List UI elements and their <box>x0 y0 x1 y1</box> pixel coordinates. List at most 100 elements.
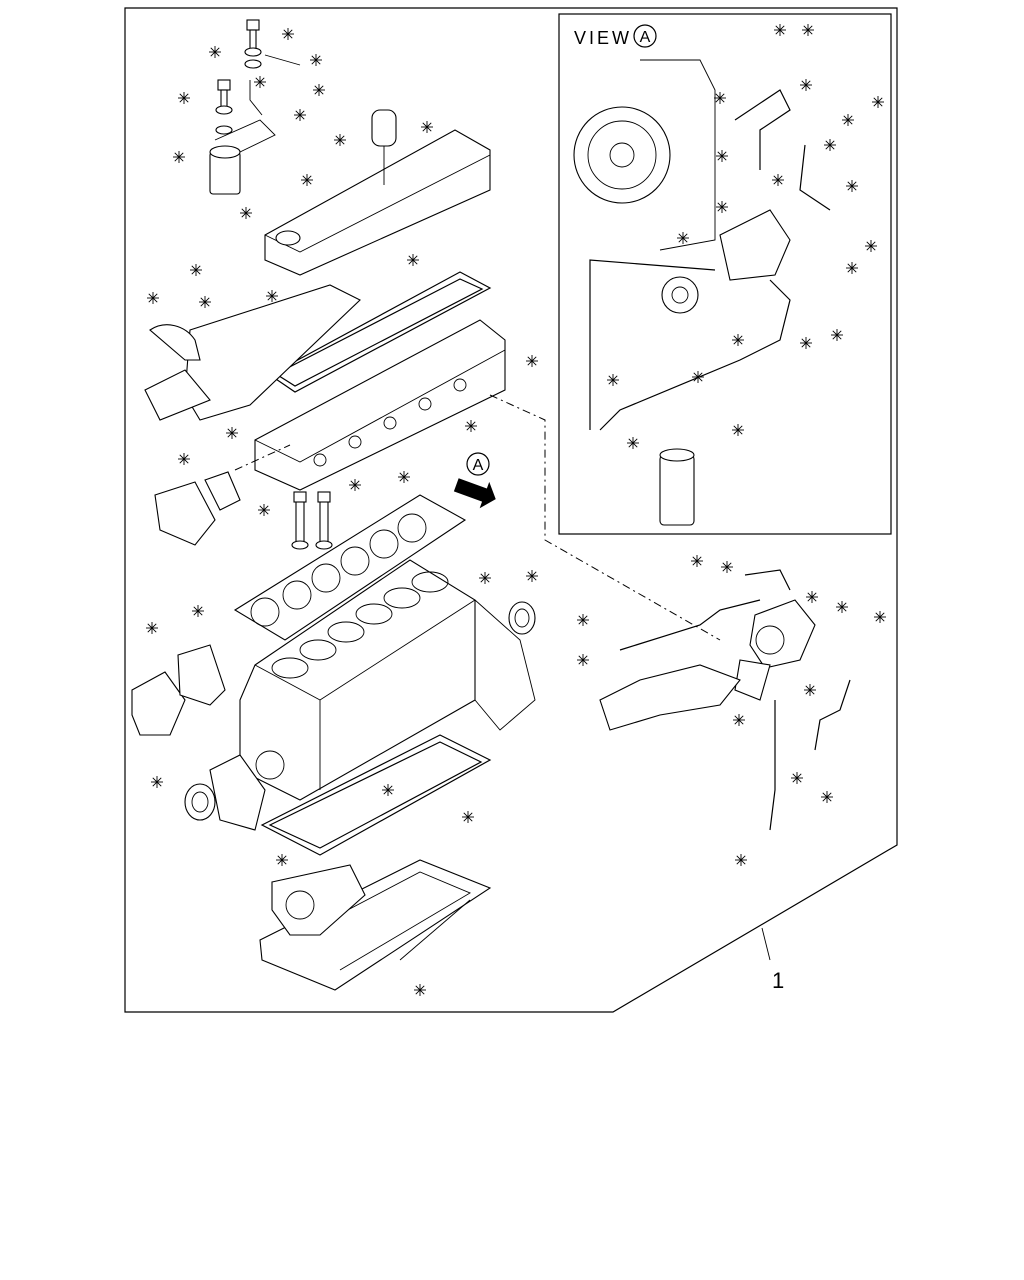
asterisk-marker-icon <box>178 453 190 465</box>
asterisk-marker-icon <box>831 329 843 341</box>
asterisk-marker-icon <box>146 622 158 634</box>
asterisk-marker-icon <box>824 139 836 151</box>
asterisk-marker-icon <box>846 262 858 274</box>
oil-pan <box>259 859 492 991</box>
asterisk-marker-icon <box>282 28 294 40</box>
thermostat-gasket <box>204 471 241 511</box>
item-number: 1 <box>772 968 784 993</box>
asterisk-marker-icon <box>192 605 204 617</box>
asterisk-marker-icon <box>577 654 589 666</box>
asterisk-marker-icon <box>414 984 426 996</box>
asterisk-marker-icon <box>721 561 733 573</box>
asterisk-marker-icon <box>151 776 163 788</box>
asterisk-marker-icon <box>691 555 703 567</box>
oil-pump <box>271 864 366 936</box>
view-a-letter-circle <box>633 24 657 48</box>
view-arrow-icon <box>453 478 496 509</box>
exhaust-manifold <box>599 664 741 731</box>
water-pump <box>131 671 186 736</box>
oil-return-pipe <box>769 700 776 831</box>
asterisk-marker-icon <box>774 24 786 36</box>
turbo-top-pipe <box>744 569 791 591</box>
front-seal <box>184 783 216 821</box>
asterisk-marker-icon <box>398 471 410 483</box>
item-callout-line <box>761 927 771 961</box>
asterisk-marker-icon <box>677 232 689 244</box>
asterisk-marker-icon <box>865 240 877 252</box>
thermostat-housing <box>154 481 216 546</box>
asterisk-marker-icon <box>692 371 704 383</box>
asterisk-marker-icon <box>526 570 538 582</box>
main-frame <box>124 7 898 1013</box>
view-a-label: VIEW <box>574 28 632 48</box>
asterisk-marker-icon <box>240 207 252 219</box>
asterisk-marker-icon <box>266 290 278 302</box>
asterisk-marker-icon <box>526 355 538 367</box>
asterisk-marker-icon <box>842 114 854 126</box>
asterisk-marker-icon <box>806 591 818 603</box>
head-gasket <box>233 494 467 641</box>
view-a-air-compressor <box>661 209 791 314</box>
view-a-pipe-2 <box>599 279 791 431</box>
timing-gear-case <box>209 754 266 831</box>
asterisk-marker-icon <box>254 76 266 88</box>
asterisk-marker-icon <box>382 784 394 796</box>
intake-manifold <box>144 284 361 421</box>
oil-feed-pipe <box>619 599 761 651</box>
asterisk-marker-icon <box>732 334 744 346</box>
cylinder-head <box>254 319 506 491</box>
top-bolts <box>215 19 301 135</box>
asterisk-marker-icon <box>479 572 491 584</box>
asterisk-marker-icon <box>199 296 211 308</box>
view-a-pipe-1 <box>734 89 791 170</box>
asterisk-marker-icon <box>800 337 812 349</box>
cylinder-block <box>239 559 536 801</box>
asterisk-marker-icon <box>791 772 803 784</box>
view-a-letter: A <box>640 29 651 46</box>
asterisk-marker-icon <box>462 811 474 823</box>
asterisk-marker-icon <box>577 614 589 626</box>
asterisk-marker-icon <box>190 264 202 276</box>
view-a-inset <box>558 13 892 535</box>
asterisk-marker-icon <box>178 92 190 104</box>
asterisk-marker-icon <box>836 601 848 613</box>
asterisk-marker-icon <box>627 437 639 449</box>
view-arrow-leader <box>489 394 721 641</box>
asterisk-marker-icon <box>772 174 784 186</box>
asterisk-marker-icon <box>821 791 833 803</box>
asterisk-marker-icon <box>735 854 747 866</box>
turbocharger <box>734 599 816 701</box>
asterisk-marker-icon <box>716 201 728 213</box>
view-a-flywheel <box>573 59 716 251</box>
asterisk-marker-icon <box>313 84 325 96</box>
asterisk-marker-icon <box>276 854 288 866</box>
view-arrow-letter: A <box>473 457 484 474</box>
view-arrow-letter-circle <box>466 452 490 476</box>
rear-seal <box>508 601 536 635</box>
water-pump-gasket <box>177 644 226 706</box>
view-a-leader <box>589 259 716 430</box>
oil-filter <box>209 119 276 195</box>
asterisk-marker-icon <box>732 424 744 436</box>
oil-pan-gasket <box>260 734 492 856</box>
asterisk-marker-icon <box>714 92 726 104</box>
thermostat-leader <box>234 444 291 471</box>
asterisk-marker-icon <box>802 24 814 36</box>
asterisk-marker-icon <box>846 180 858 192</box>
asterisk-marker-icon <box>800 79 812 91</box>
asterisk-marker-icon <box>147 292 159 304</box>
asterisk-marker-icon <box>465 420 477 432</box>
view-a-filter <box>659 448 695 526</box>
asterisk-marker-icon <box>804 684 816 696</box>
asterisk-marker-icon <box>209 46 221 58</box>
asterisk-marker-icon <box>301 174 313 186</box>
rocker-cover <box>264 129 491 276</box>
asterisk-marker-icon <box>607 374 619 386</box>
asterisk-marker-icon <box>421 121 433 133</box>
asterisk-marker-icon <box>294 109 306 121</box>
view-a-pipe-3 <box>799 144 831 211</box>
rocker-cover-gasket <box>268 271 492 393</box>
asterisk-marker-icon <box>310 54 322 66</box>
asterisk-marker-icon <box>733 714 745 726</box>
asterisk-marker-icon <box>258 504 270 516</box>
